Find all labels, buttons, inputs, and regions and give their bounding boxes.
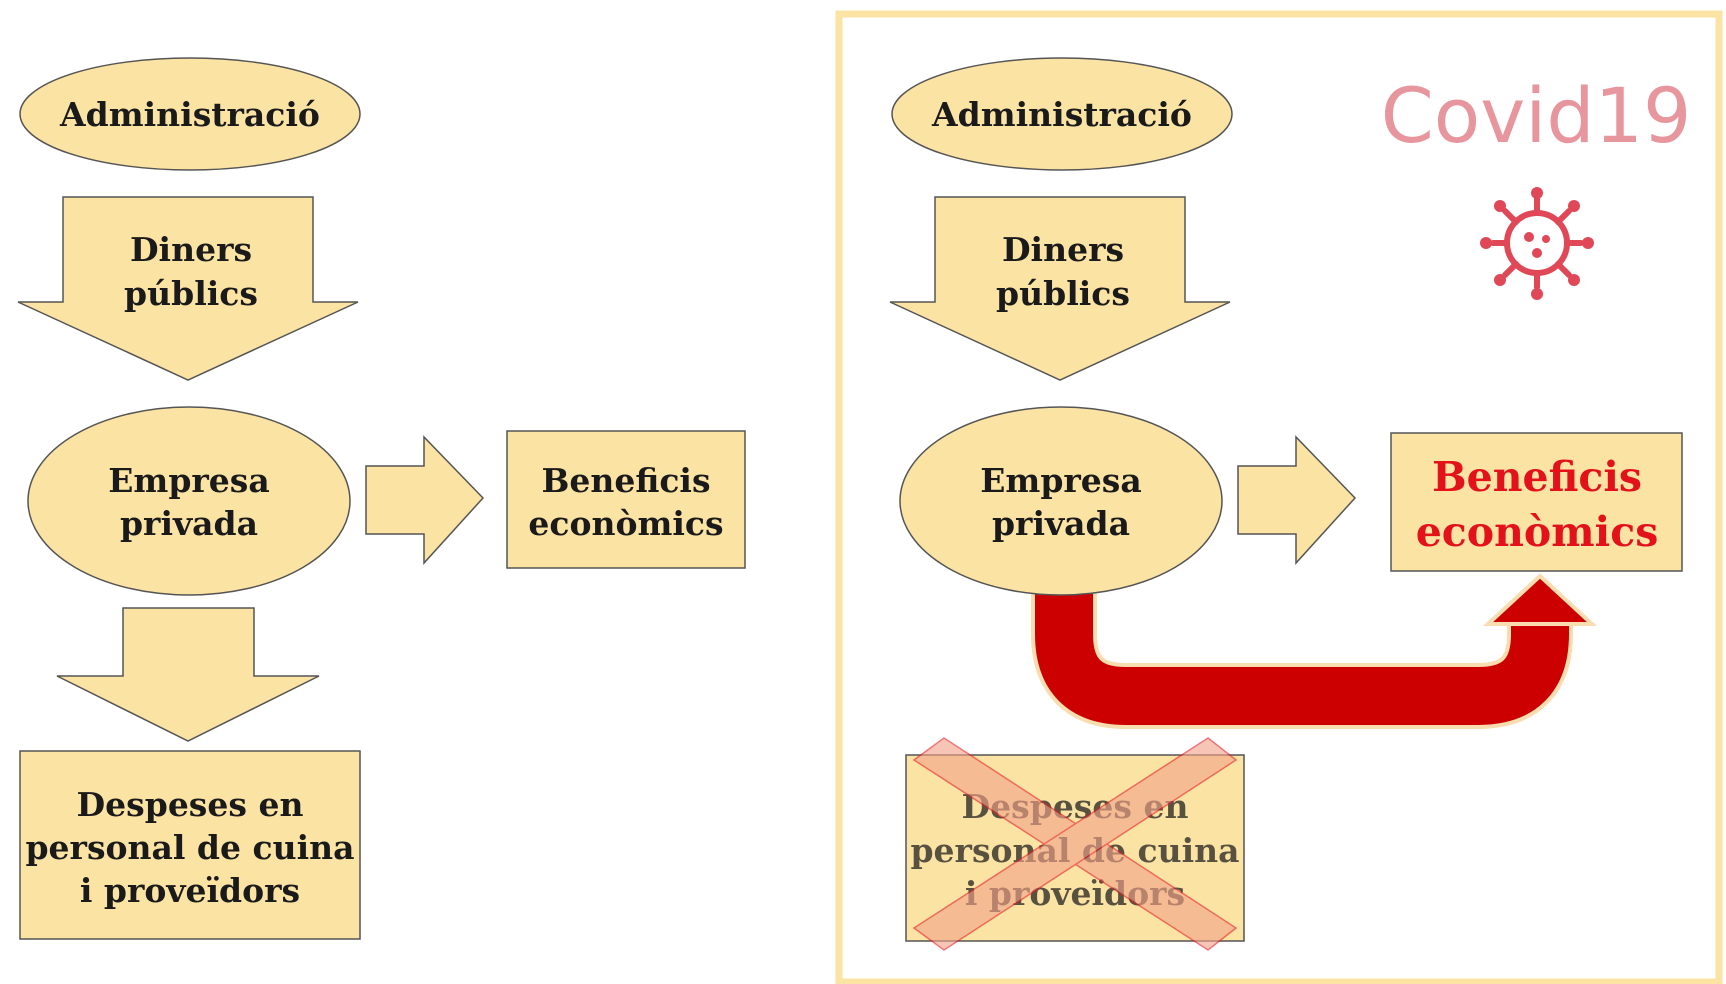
left-despeses-label-line2: personal de cuina (25, 828, 354, 867)
left-diners-label-line2: públics (124, 274, 258, 313)
left-despeses-node (19, 750, 361, 940)
right-diners-label-line1: Diners (1002, 230, 1124, 269)
curved-arrow-icon (1031, 573, 1598, 729)
right-right-arrow (1237, 435, 1357, 565)
left-diners-arrow (17, 196, 359, 381)
left-empresa-node (27, 406, 351, 596)
right-beneficis-node (1390, 432, 1683, 572)
right-empresa-label-line1: Empresa (980, 461, 1142, 500)
left-beneficis-node (506, 430, 746, 569)
left-despeses-label-line3: i proveïdors (80, 871, 300, 910)
covid-title: Covid19 (1381, 71, 1692, 160)
right-beneficis-label-line2: econòmics (1416, 508, 1659, 556)
left-diners-label-line1: Diners (130, 230, 252, 269)
right-diners-label-line2: públics (996, 274, 1130, 313)
right-beneficis-label-line1: Beneficis (1432, 453, 1642, 501)
right-administracio-label: Administració (931, 95, 1192, 134)
right-empresa-label-line2: privada (992, 504, 1130, 543)
left-administracio-label: Administració (59, 95, 320, 134)
covid-frame (835, 10, 1723, 984)
virus-icon (1480, 187, 1594, 300)
left-despeses-arrow (56, 607, 320, 742)
left-beneficis-label-line2: econòmics (528, 504, 723, 543)
left-beneficis-label-line1: Beneficis (541, 461, 710, 500)
left-despeses-label-line1: Despeses en (77, 785, 304, 824)
right-administracio-node (891, 57, 1233, 171)
cross-out-icon (912, 737, 1238, 951)
left-right-arrow (365, 435, 485, 565)
left-panel: Administració Diners públics Empresa pri… (17, 57, 746, 940)
left-empresa-label-line2: privada (120, 504, 258, 543)
right-panel: Covid19 Administració (835, 10, 1723, 984)
right-diners-arrow (889, 196, 1231, 381)
left-empresa-label-line1: Empresa (108, 461, 270, 500)
right-empresa-node (899, 406, 1223, 596)
left-administracio-node (19, 57, 361, 171)
